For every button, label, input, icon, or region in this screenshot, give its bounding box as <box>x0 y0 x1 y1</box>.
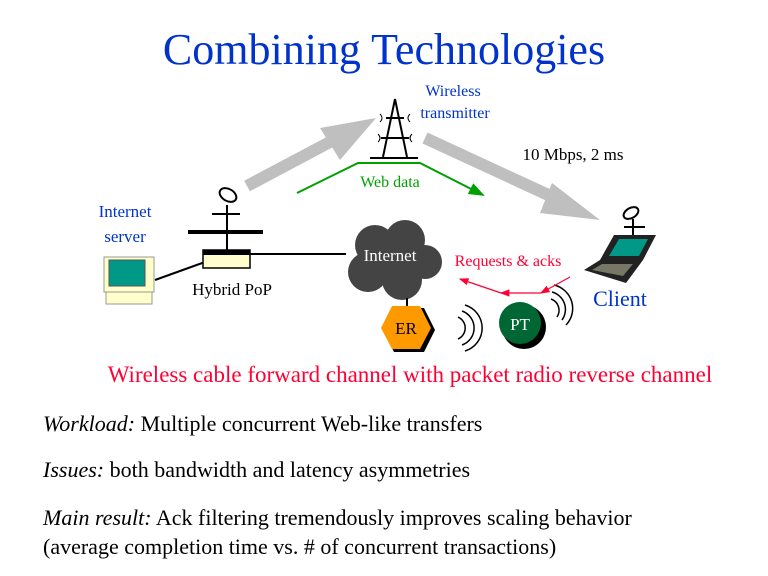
bullet-text: Multiple concurrent Web-like transfers <box>135 411 483 436</box>
bullet-text: Ack filtering tremendously improves scal… <box>151 505 632 530</box>
hybrid-pop-label: Hybrid PoP <box>192 280 272 299</box>
bullet-label: Main result: <box>43 505 152 530</box>
forward-arrow-up <box>244 118 376 192</box>
internet-cloud-icon <box>348 220 442 300</box>
computer-icon <box>103 256 155 305</box>
internet-server-label-2: server <box>104 227 146 246</box>
wireless-transmitter-icon <box>370 98 418 159</box>
web-data-label: Web data <box>360 174 420 191</box>
hybrid-pop-icon <box>188 187 263 269</box>
requests-acks-arrows <box>458 276 571 297</box>
radio-waves-icon <box>550 284 574 326</box>
forward-arrow-down <box>422 132 600 220</box>
internet-server-label: Internet <box>99 202 152 221</box>
link-speed-label: 10 Mbps, 2 ms <box>522 145 623 164</box>
pt-node <box>499 302 541 344</box>
client-label: Client <box>593 286 647 311</box>
wireless-transmitter-label-2: transmitter <box>420 105 490 122</box>
bullet-label: Issues: <box>43 457 105 482</box>
er-node <box>381 306 431 349</box>
requests-acks-label: Requests & acks <box>455 253 562 270</box>
bullet-label: Workload: <box>43 411 136 436</box>
pt-label: PT <box>510 315 530 334</box>
bullet-main-result: Main result: Ack filtering tremendously … <box>43 505 632 530</box>
slide-title: Combining Technologies <box>163 25 605 74</box>
web-data-arrow <box>296 162 485 196</box>
radio-waves-icon <box>457 304 483 352</box>
er-label: ER <box>395 319 417 338</box>
subtitle: Wireless cable forward channel with pack… <box>108 362 712 387</box>
server-link <box>154 261 206 281</box>
bullet-issues: Issues: both bandwidth and latency asymm… <box>43 457 470 482</box>
laptop-client-icon <box>584 206 656 283</box>
bullet-workload: Workload: Multiple concurrent Web-like t… <box>43 411 482 436</box>
wireless-transmitter-label: Wireless <box>425 83 480 100</box>
bullet-text: both bandwidth and latency asymmetries <box>104 457 471 482</box>
bullet-continuation: (average completion time vs. # of concur… <box>43 534 557 559</box>
internet-label: Internet <box>364 246 417 265</box>
